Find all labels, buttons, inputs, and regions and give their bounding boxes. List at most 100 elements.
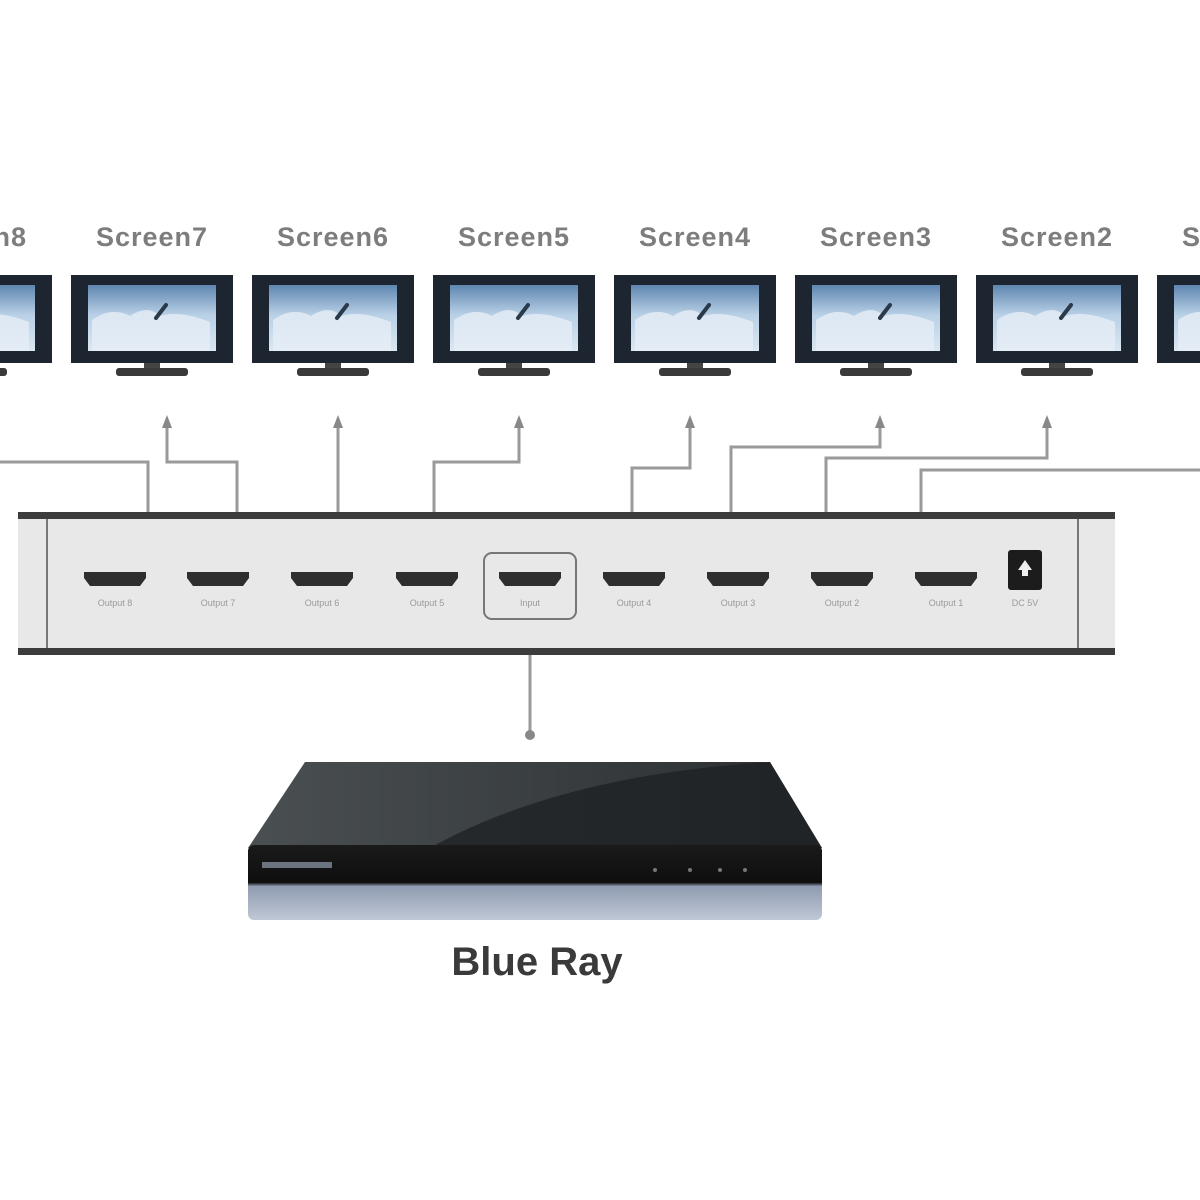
hdmi-port-icon xyxy=(187,572,249,586)
screen-label: Screen7 xyxy=(96,222,208,252)
monitor-stand xyxy=(0,368,7,376)
monitor-stand xyxy=(1021,368,1093,376)
monitor-stand xyxy=(297,368,369,376)
monitor-neck xyxy=(325,363,341,368)
screen-bird xyxy=(697,303,711,320)
connection-line xyxy=(919,468,1200,515)
arrow-head-icon xyxy=(333,415,343,428)
splitter-bottom-edge xyxy=(18,648,1115,655)
hdmi-port-icon xyxy=(915,572,977,586)
monitor-neck xyxy=(868,363,884,368)
arrow-head-icon xyxy=(1042,415,1052,428)
monitor-stand xyxy=(659,368,731,376)
player-button xyxy=(653,868,657,872)
source-label: Blue Ray xyxy=(451,940,623,984)
arrow-head-icon xyxy=(162,415,172,428)
screen-monitor: Screen3 xyxy=(795,222,957,376)
monitor-neck xyxy=(144,363,160,368)
player-button xyxy=(743,868,747,872)
hdmi-output-port: Output 8 xyxy=(84,572,146,608)
screen-label: Screen4 xyxy=(639,222,751,252)
port-label: Output 6 xyxy=(305,598,340,608)
screen-monitor: Screen8 xyxy=(0,222,52,376)
player-top-shine xyxy=(430,762,822,848)
screen-cloud xyxy=(0,314,29,351)
port-label: Output 1 xyxy=(929,598,964,608)
arrow-head-icon xyxy=(514,415,524,428)
screen-monitor: Screen2 xyxy=(976,222,1138,376)
connection-line xyxy=(824,425,1049,515)
connection-line xyxy=(165,425,239,515)
monitor-neck xyxy=(687,363,703,368)
screen-label: Screen3 xyxy=(820,222,932,252)
hdmi-output-port: Output 7 xyxy=(187,572,249,608)
connection-line xyxy=(0,460,150,515)
input-connector-dot xyxy=(525,730,535,740)
hdmi-port-icon xyxy=(396,572,458,586)
arrow-head-icon xyxy=(685,415,695,428)
player-logo xyxy=(262,862,332,868)
hdmi-port-icon xyxy=(811,572,873,586)
screen-cloud xyxy=(816,310,934,351)
screen-cloud xyxy=(1178,311,1200,351)
screen-cloud xyxy=(635,310,753,351)
hdmi-output-port: Output 2 xyxy=(811,572,873,608)
blue-ray-player: Blue Ray xyxy=(248,762,822,984)
hdmi-port-icon xyxy=(499,572,561,586)
port-label: Output 2 xyxy=(825,598,860,608)
screen-monitor: Screen7 xyxy=(71,222,233,376)
port-label: Input xyxy=(520,598,541,608)
connection-line xyxy=(630,425,692,515)
screen-label: Screen8 xyxy=(0,222,27,252)
screen-bird xyxy=(878,303,892,320)
hdmi-port-icon xyxy=(707,572,769,586)
connection-line xyxy=(729,425,882,515)
screen-bird xyxy=(335,303,349,320)
screen-monitor: Screen1 xyxy=(1157,222,1200,363)
port-label: Output 8 xyxy=(98,598,133,608)
player-button xyxy=(688,868,692,872)
screen-cloud xyxy=(997,310,1115,351)
connection-line xyxy=(432,425,521,515)
monitor-neck xyxy=(506,363,522,368)
monitor-stand xyxy=(116,368,188,376)
screen-label: Screen5 xyxy=(458,222,570,252)
screen-cloud xyxy=(92,310,210,351)
screen-bird xyxy=(154,303,168,320)
hdmi-output-port: Output 1 xyxy=(915,572,977,608)
monitor-stand xyxy=(478,368,550,376)
screen-monitor: Screen5 xyxy=(433,222,595,376)
hdmi-port-icon xyxy=(603,572,665,586)
port-label: Output 5 xyxy=(410,598,445,608)
player-front xyxy=(248,845,822,920)
port-label: Output 7 xyxy=(201,598,236,608)
hdmi-input-port: Input xyxy=(483,552,577,620)
screen-label: Screen6 xyxy=(277,222,389,252)
connection-lines xyxy=(0,415,1200,740)
port-label: Output 3 xyxy=(721,598,756,608)
port-label: Output 4 xyxy=(617,598,652,608)
hdmi-port-icon xyxy=(84,572,146,586)
player-button xyxy=(718,868,722,872)
power-label: DC 5V xyxy=(1012,598,1039,608)
monitor-neck xyxy=(1049,363,1065,368)
hdmi-output-port: Output 6 xyxy=(291,572,353,608)
monitor-stand xyxy=(840,368,912,376)
input-highlight-box xyxy=(483,552,577,620)
arrow-head-icon xyxy=(875,415,885,428)
screen-monitor: Screen6 xyxy=(252,222,414,376)
screen-label: Screen2 xyxy=(1001,222,1113,252)
hdmi-output-port: Output 4 xyxy=(603,572,665,608)
screen-cloud xyxy=(454,310,572,351)
hdmi-splitter: Output 8 Output 7 Output 6 Output 5 Input Out… xyxy=(18,512,1115,655)
screen-cloud xyxy=(273,310,391,351)
hdmi-output-port: Output 5 xyxy=(396,572,458,608)
screen-label: Screen1 xyxy=(1182,222,1200,252)
hdmi-output-port: Output 3 xyxy=(707,572,769,608)
screen-bird xyxy=(1059,303,1073,320)
splitter-top-edge xyxy=(18,512,1115,519)
screen-monitor: Screen4 xyxy=(614,222,776,376)
screen-bird xyxy=(516,303,530,320)
screens-row: Screen8 Screen7 Screen6 Screen5 Screen4 Scree… xyxy=(0,222,1200,376)
